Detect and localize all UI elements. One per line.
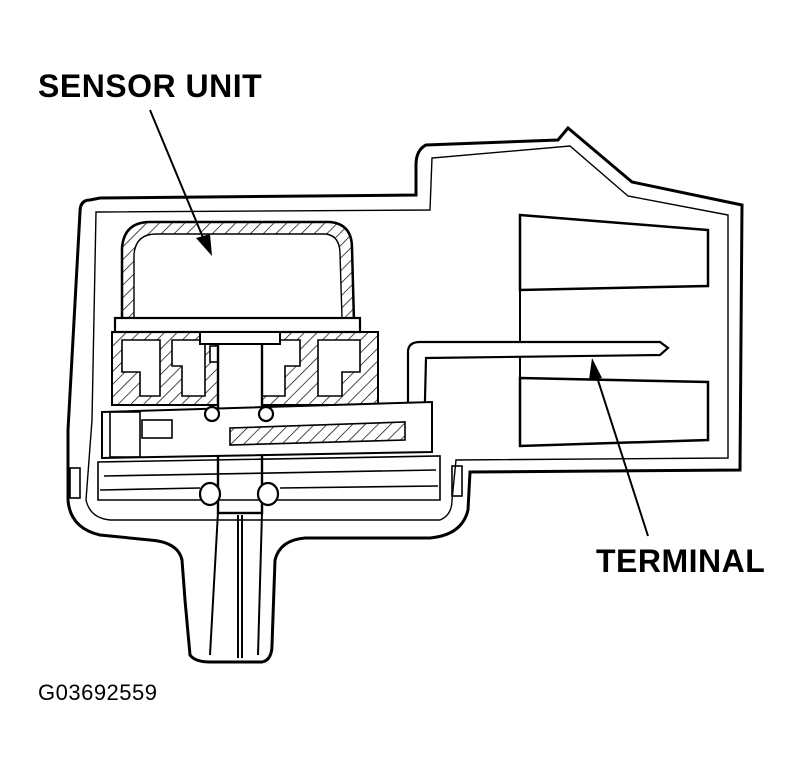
sensor-unit-dome-inner: [133, 233, 343, 319]
lower-hatch-strip: [229, 421, 406, 446]
pressure-port-stem: [209, 511, 263, 658]
leader-arrow-terminal: [589, 358, 649, 537]
lower-chamber-details: [69, 411, 463, 501]
o-rings: [198, 405, 280, 507]
housing-inner-line: [85, 145, 729, 521]
sensor-base-plate: [113, 316, 362, 334]
leader-arrow-sensor-unit: [149, 109, 212, 256]
sensor-housing: [66, 125, 744, 664]
connector-upper-slot: [518, 213, 710, 292]
terminal-pin: [406, 340, 670, 442]
sensor-unit-label: SENSOR UNIT: [38, 68, 263, 104]
connector-lower-slot: [518, 376, 710, 448]
port-cap: [199, 331, 281, 345]
internal-cavities: [121, 339, 361, 397]
figure-code: G03692559: [38, 680, 158, 705]
terminal-label: TERMINAL: [596, 543, 766, 579]
